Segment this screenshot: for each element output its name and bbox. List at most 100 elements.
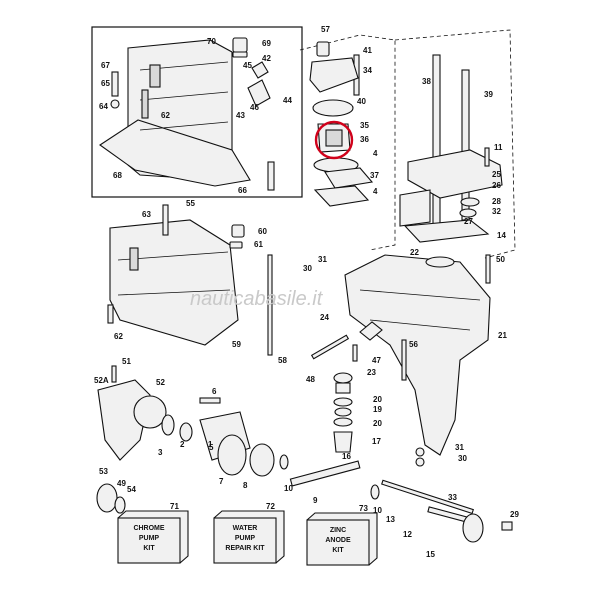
part-label-47: 47 <box>372 356 381 365</box>
part-label-45: 45 <box>243 61 252 70</box>
part-label-64: 64 <box>99 102 108 111</box>
watermark-text: nauticabasile.it <box>190 288 324 310</box>
part-label-44: 44 <box>283 96 292 105</box>
part-label-60: 60 <box>258 227 267 236</box>
part-label-8: 8 <box>243 481 248 490</box>
dashed-boundary-upper <box>299 34 396 251</box>
part-label-20: 20 <box>373 395 382 404</box>
part-label-59: 59 <box>232 340 241 349</box>
part-label-35: 35 <box>360 121 369 130</box>
part-label-46: 46 <box>250 103 259 112</box>
part-label-53: 53 <box>99 467 108 476</box>
part-label-34: 34 <box>363 66 372 75</box>
part-label-15: 15 <box>426 550 435 559</box>
propshaft-lower <box>381 447 513 543</box>
kit-label-line: ZINC <box>330 527 346 534</box>
part-label-16: 16 <box>342 452 351 461</box>
kit-box-outline <box>213 517 277 564</box>
part-label-51: 51 <box>122 357 131 366</box>
driveshaft-and-plate <box>399 54 503 243</box>
part-label-33: 33 <box>448 493 457 502</box>
inset-small-parts <box>110 37 275 191</box>
part-label-69: 69 <box>262 39 271 48</box>
part-label-62: 62 <box>161 111 170 120</box>
part-label-12: 12 <box>403 530 412 539</box>
part-label-36: 36 <box>360 135 369 144</box>
part-label-39: 39 <box>484 90 493 99</box>
part-label-27: 27 <box>464 217 473 226</box>
part-label-7: 7 <box>219 477 224 486</box>
part-label-10: 10 <box>284 484 293 493</box>
part-label-67: 67 <box>101 61 110 70</box>
part-label-28: 28 <box>492 197 501 206</box>
kit-label-line: KIT <box>143 545 155 552</box>
shift-components <box>310 334 358 453</box>
part-label-30: 30 <box>458 454 467 463</box>
part-label-52: 52 <box>156 378 165 387</box>
inset-midsection-housing <box>99 39 251 187</box>
part-label-4: 4 <box>373 187 378 196</box>
part-label-14: 14 <box>497 231 506 240</box>
part-label-50: 50 <box>496 255 505 264</box>
part-label-62: 62 <box>114 332 123 341</box>
part-label-49: 49 <box>117 479 126 488</box>
gearcase-housing <box>344 254 491 456</box>
kit-number: 73 <box>359 504 368 513</box>
part-label-23: 23 <box>367 368 376 377</box>
part-label-61: 61 <box>254 240 263 249</box>
part-label-1: 1 <box>208 440 213 449</box>
kit-label-line: PUMP <box>235 535 256 542</box>
part-label-17: 17 <box>372 437 381 446</box>
exhaust-housing <box>107 204 273 356</box>
part-label-19: 19 <box>373 405 382 414</box>
part-label-2: 2 <box>180 440 185 449</box>
part-label-63: 63 <box>142 210 151 219</box>
kit-number: 72 <box>266 502 275 511</box>
part-label-31: 31 <box>455 443 464 452</box>
part-label-21: 21 <box>498 331 507 340</box>
kit-label-line: PUMP <box>139 535 160 542</box>
water-pump-stack <box>309 41 374 207</box>
part-label-55: 55 <box>186 199 195 208</box>
dashed-boundary-right <box>394 29 516 259</box>
part-label-32: 32 <box>492 207 501 216</box>
kit-label-line: WATER <box>233 525 258 532</box>
part-label-52a: 52A <box>94 376 109 385</box>
part-label-66: 66 <box>238 186 247 195</box>
part-label-31: 31 <box>318 255 327 264</box>
part-label-24: 24 <box>320 313 329 322</box>
part-label-30: 30 <box>303 264 312 273</box>
part-label-43: 43 <box>236 111 245 120</box>
part-label-40: 40 <box>357 97 366 106</box>
part-label-65: 65 <box>101 79 110 88</box>
kit-label-line: REPAIR KIT <box>225 545 265 552</box>
part-label-41: 41 <box>363 46 372 55</box>
kit-box-outline <box>117 517 181 564</box>
kit-box-outline <box>306 519 370 566</box>
part-label-56: 56 <box>409 340 418 349</box>
part-label-11: 11 <box>494 143 503 152</box>
kit-label-line: KIT <box>332 547 344 554</box>
part-label-22: 22 <box>410 248 419 257</box>
part-label-29: 29 <box>510 510 519 519</box>
part-label-4: 4 <box>373 149 378 158</box>
part-label-26: 26 <box>492 181 501 190</box>
part-label-20: 20 <box>373 419 382 428</box>
part-label-68: 68 <box>113 171 122 180</box>
propeller-assembly <box>97 365 380 500</box>
part-label-42: 42 <box>262 54 271 63</box>
part-label-58: 58 <box>278 356 287 365</box>
part-label-10: 10 <box>373 506 382 515</box>
part-label-3: 3 <box>158 448 163 457</box>
part-label-13: 13 <box>386 515 395 524</box>
part-label-9: 9 <box>313 496 318 505</box>
kit-label-line: ANODE <box>325 537 351 544</box>
part-label-6: 6 <box>212 387 217 396</box>
part-label-5: 5 <box>209 443 214 452</box>
